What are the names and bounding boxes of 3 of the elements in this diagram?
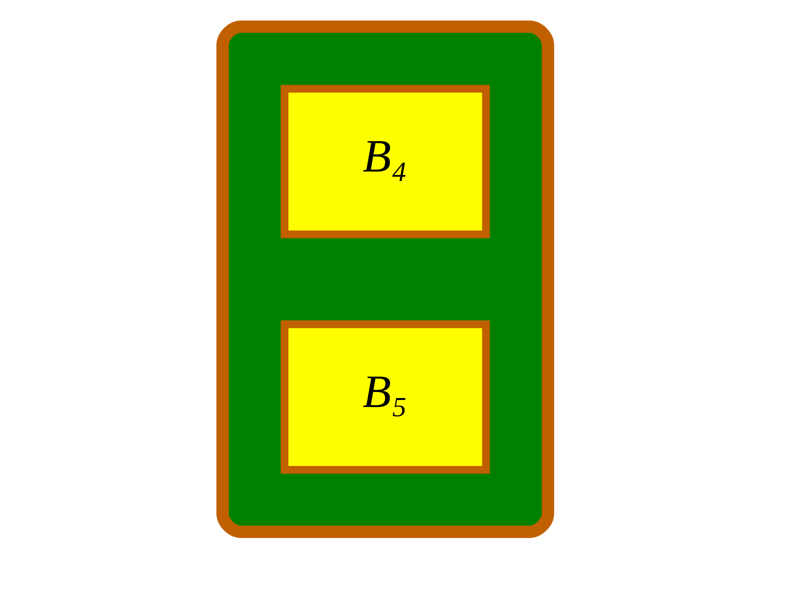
- node-box: B₅: [280, 320, 490, 474]
- node-box: B₄: [280, 84, 490, 238]
- cluster: [216, 20, 554, 538]
